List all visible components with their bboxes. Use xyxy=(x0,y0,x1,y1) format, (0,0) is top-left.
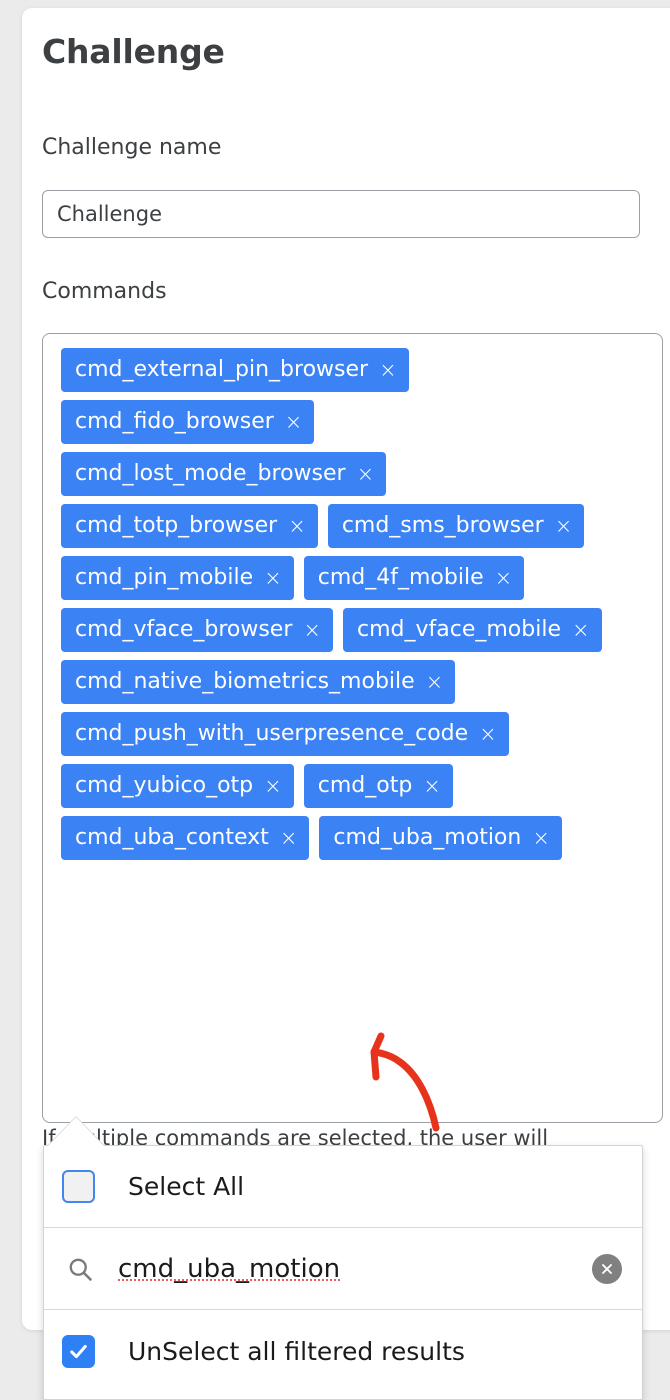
search-input[interactable] xyxy=(118,1253,592,1284)
challenge-name-input[interactable] xyxy=(42,190,640,238)
command-chip-label: cmd_fido_browser xyxy=(75,409,274,434)
commands-chip-list: cmd_external_pin_browser×cmd_fido_browse… xyxy=(61,348,646,860)
command-chip-label: cmd_vface_browser xyxy=(75,617,293,642)
command-chip[interactable]: cmd_lost_mode_browser × xyxy=(61,452,387,496)
command-chip[interactable]: cmd_otp × xyxy=(303,764,453,808)
commands-label: Commands xyxy=(42,279,167,304)
command-chip-remove-icon[interactable]: × xyxy=(425,669,444,694)
command-chip-remove-icon[interactable]: × xyxy=(494,565,513,590)
command-chip[interactable]: cmd_native_biometrics_mobile × xyxy=(61,660,456,704)
dropdown-row-select-all[interactable]: Select All xyxy=(44,1146,642,1228)
command-chip-label: cmd_external_pin_browser xyxy=(75,357,369,382)
command-chip[interactable]: cmd_vface_mobile × xyxy=(343,608,602,652)
command-chip-label: cmd_totp_browser xyxy=(75,513,278,538)
command-chip[interactable]: cmd_fido_browser × xyxy=(61,400,315,444)
command-chip-label: cmd_uba_context xyxy=(75,825,269,850)
command-chip[interactable]: cmd_uba_motion × xyxy=(319,816,562,860)
command-chip-label: cmd_sms_browser xyxy=(341,513,544,538)
unselect-filtered-label: UnSelect all filtered results xyxy=(128,1336,465,1366)
command-chip-remove-icon[interactable]: × xyxy=(264,773,282,798)
select-all-label: Select All xyxy=(128,1172,245,1201)
dropdown-row-unselect-filtered[interactable]: UnSelect all filtered results xyxy=(44,1310,642,1392)
challenge-card: Challenge Challenge name Commands cmd_ex… xyxy=(22,8,670,1330)
command-chip-label: cmd_4f_mobile xyxy=(317,565,484,590)
commands-multiselect[interactable]: cmd_external_pin_browser×cmd_fido_browse… xyxy=(42,333,663,1123)
command-chip[interactable]: cmd_4f_mobile × xyxy=(303,556,525,600)
command-chip[interactable]: cmd_uba_context × xyxy=(61,816,310,860)
command-chip-remove-icon[interactable]: × xyxy=(423,773,441,798)
command-chip-remove-icon[interactable]: × xyxy=(288,513,306,538)
command-chip[interactable]: cmd_push_with_userpresence_code × xyxy=(61,712,509,756)
command-chip-remove-icon[interactable]: × xyxy=(356,461,375,486)
page-title: Challenge xyxy=(42,32,225,71)
command-chip-label: cmd_lost_mode_browser xyxy=(75,461,346,486)
select-all-checkbox[interactable] xyxy=(62,1170,95,1203)
command-chip-label: cmd_otp xyxy=(317,773,413,798)
command-chip[interactable]: cmd_vface_browser × xyxy=(61,608,333,652)
command-chip[interactable]: cmd_sms_browser × xyxy=(327,504,585,548)
commands-dropdown-panel[interactable]: Select All UnS xyxy=(43,1145,643,1400)
command-chip-remove-icon[interactable]: × xyxy=(279,825,298,850)
command-chip-remove-icon[interactable]: × xyxy=(532,825,550,850)
command-chip[interactable]: cmd_totp_browser × xyxy=(61,504,318,548)
command-chip-remove-icon[interactable]: × xyxy=(479,721,497,746)
command-chip[interactable]: cmd_yubico_otp × xyxy=(61,764,294,808)
unselect-filtered-checkbox[interactable] xyxy=(62,1334,95,1368)
command-chip-remove-icon[interactable]: × xyxy=(284,409,303,434)
command-chip-label: cmd_native_biometrics_mobile xyxy=(75,669,415,694)
clear-search-icon[interactable] xyxy=(592,1253,622,1284)
command-chip-label: cmd_vface_mobile xyxy=(357,617,561,642)
challenge-name-label: Challenge name xyxy=(42,135,222,160)
command-chip-label: cmd_yubico_otp xyxy=(75,773,254,798)
dropdown-caret-icon xyxy=(48,1117,104,1146)
command-chip-label: cmd_pin_mobile xyxy=(75,565,254,590)
command-chip-label: cmd_uba_motion xyxy=(333,825,522,850)
command-chip[interactable]: cmd_pin_mobile × xyxy=(61,556,294,600)
command-chip-remove-icon[interactable]: × xyxy=(571,617,590,642)
command-chip-remove-icon[interactable]: × xyxy=(554,513,573,538)
dropdown-search-row[interactable] xyxy=(44,1228,642,1310)
command-chip-remove-icon[interactable]: × xyxy=(264,565,282,590)
command-chip-remove-icon[interactable]: × xyxy=(379,357,397,382)
command-chip[interactable]: cmd_external_pin_browser × xyxy=(61,348,409,392)
search-icon xyxy=(66,1255,94,1283)
command-chip-label: cmd_push_with_userpresence_code xyxy=(75,721,469,746)
command-chip-remove-icon[interactable]: × xyxy=(303,617,321,642)
